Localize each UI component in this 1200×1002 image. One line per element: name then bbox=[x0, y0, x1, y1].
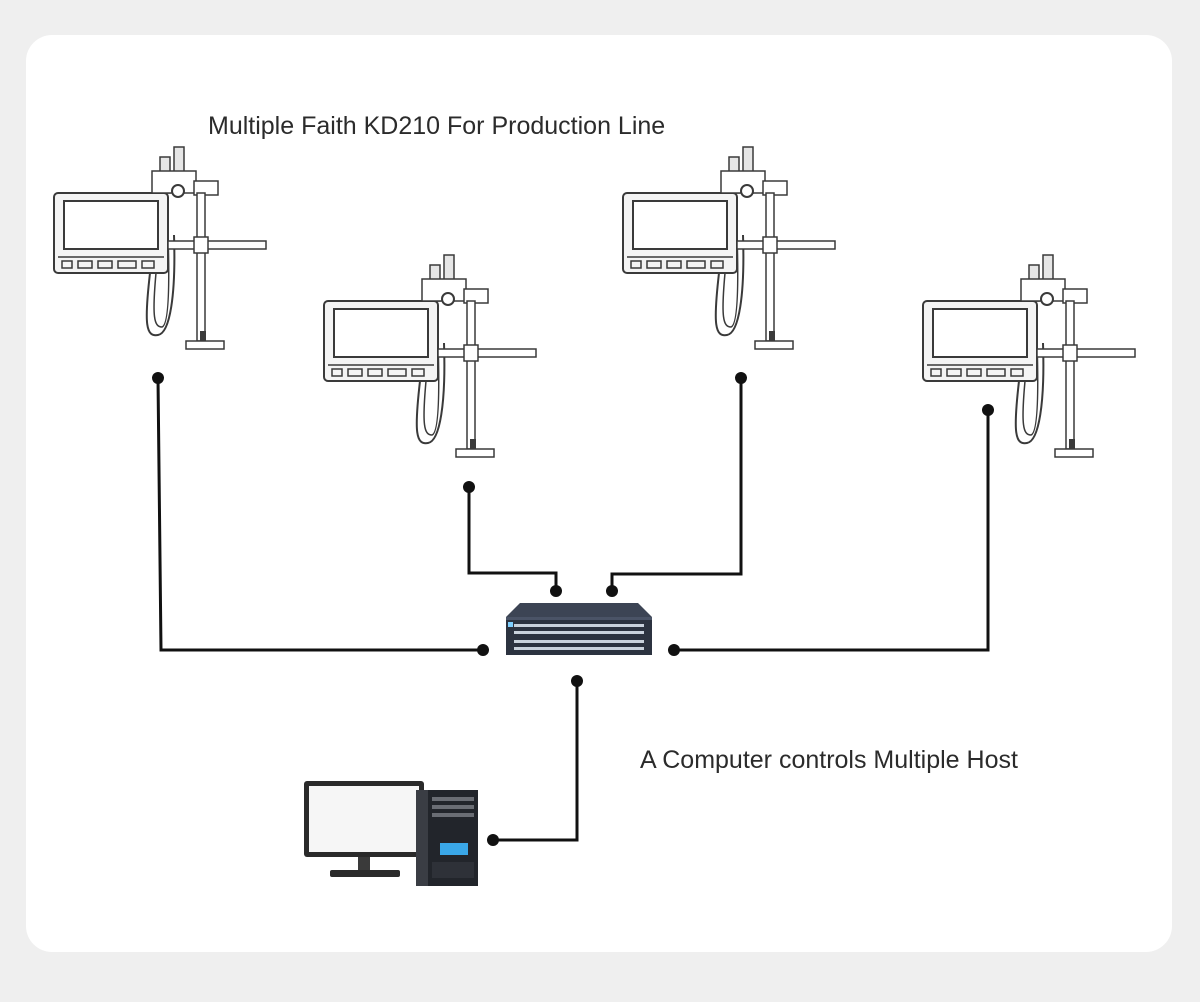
endpoint-dot bbox=[463, 481, 475, 493]
edge-computer bbox=[493, 681, 579, 842]
endpoint-dot bbox=[571, 675, 583, 687]
edge-printer-4 bbox=[674, 410, 990, 652]
edge-printer-2 bbox=[467, 487, 558, 591]
diagram-title: Multiple Faith KD210 For Production Line bbox=[208, 112, 666, 140]
endpoint-dot bbox=[152, 372, 164, 384]
endpoint-dot bbox=[487, 834, 499, 846]
printer-1-icon bbox=[53, 146, 267, 350]
endpoint-dot bbox=[735, 372, 747, 384]
printer-3-icon bbox=[622, 146, 836, 350]
endpoint-dot bbox=[606, 585, 618, 597]
endpoint-dot bbox=[550, 585, 562, 597]
endpoint-dot bbox=[668, 644, 680, 656]
computer-icon bbox=[304, 781, 478, 886]
endpoint-dot bbox=[477, 644, 489, 656]
edge-printer-3 bbox=[610, 378, 743, 591]
edge-printer-1 bbox=[156, 377, 483, 652]
printer-4-icon bbox=[922, 254, 1136, 458]
endpoint-dot bbox=[982, 404, 994, 416]
printer-2-icon bbox=[323, 254, 537, 458]
diagram-caption: A Computer controls Multiple Host bbox=[640, 746, 1018, 774]
network-switch-icon bbox=[506, 603, 652, 655]
